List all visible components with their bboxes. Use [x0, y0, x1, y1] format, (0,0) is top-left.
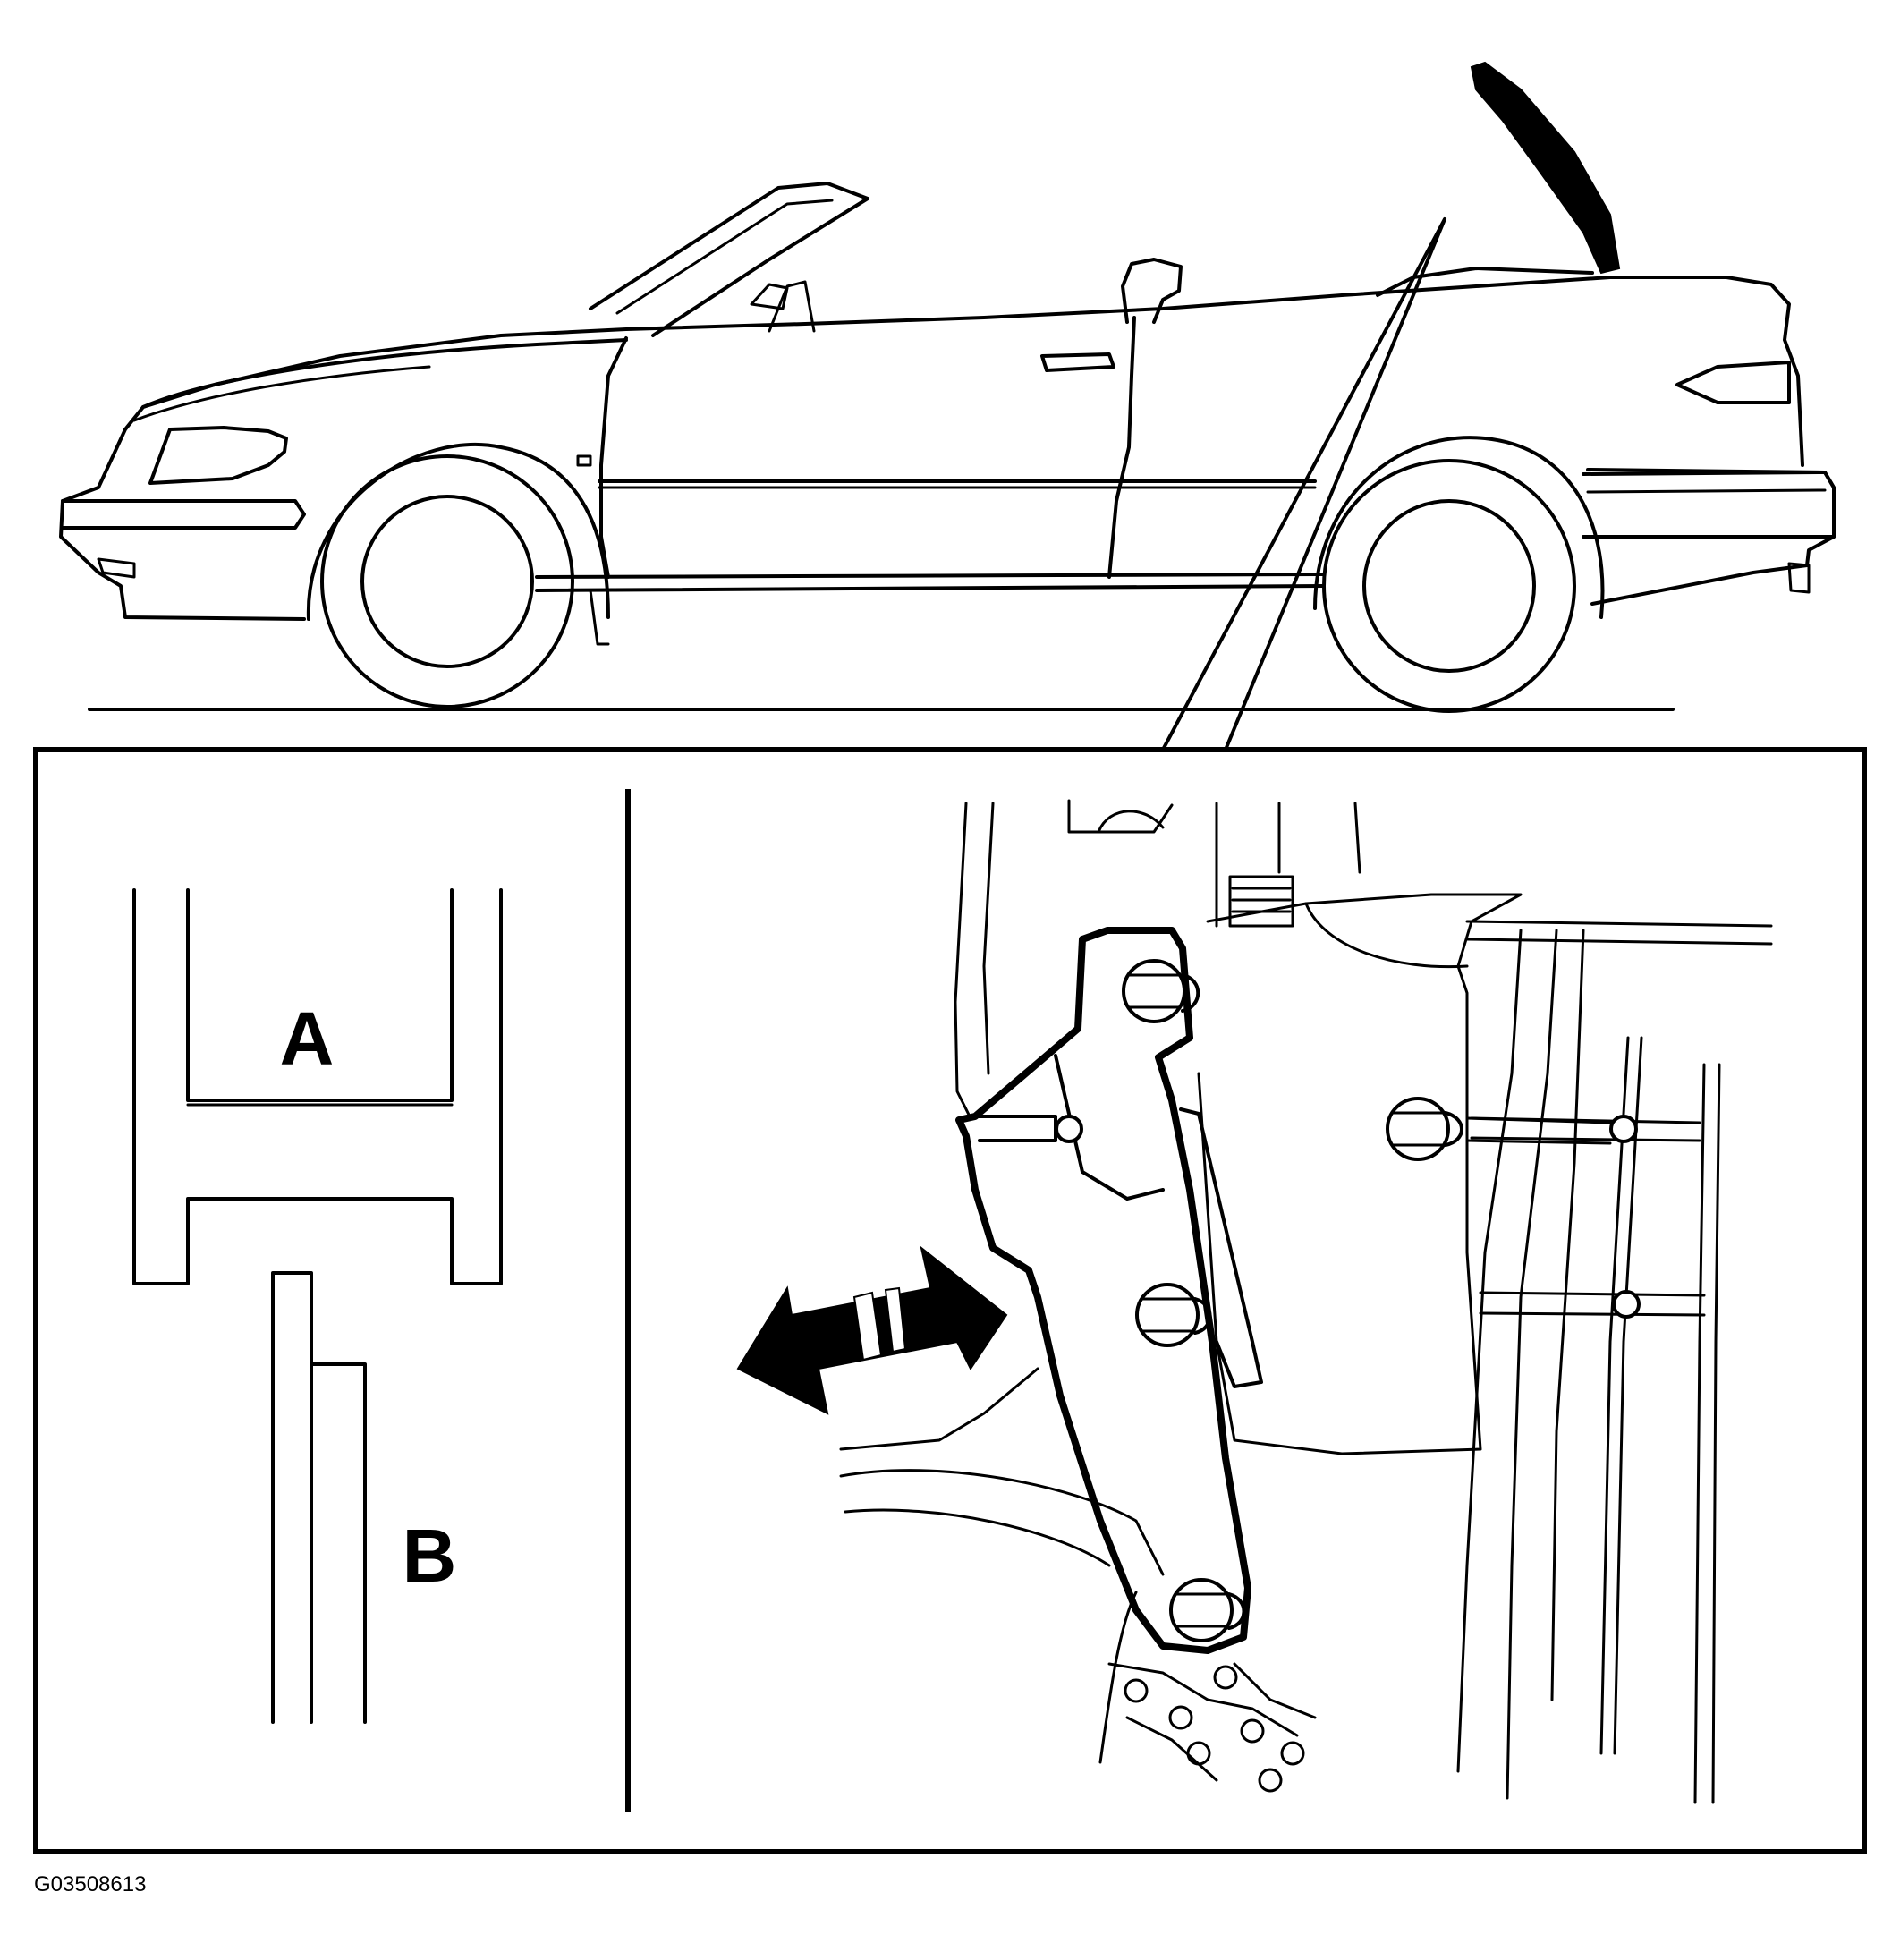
figure-code: G03508613	[34, 1872, 146, 1896]
joint-upper	[1609, 1115, 1638, 1143]
front-headrest	[1121, 258, 1183, 324]
front-marker-light	[97, 557, 136, 579]
car-side-view	[59, 61, 1836, 713]
front-door-outline	[599, 316, 1136, 579]
right-frame-rails	[1456, 929, 1585, 1800]
tail-light	[1675, 361, 1791, 404]
rocker-line	[535, 573, 1326, 579]
seat-back	[768, 280, 816, 333]
front-rim	[360, 495, 534, 668]
mud-flap-front	[589, 589, 610, 646]
detail-leader-line	[1161, 217, 1446, 751]
rear-bumper-line	[1586, 488, 1827, 494]
joint-lower	[1612, 1290, 1641, 1319]
hinge-arm-inner-edge	[1054, 1054, 1165, 1201]
rear-tire	[1322, 459, 1576, 713]
windshield-frame	[589, 182, 869, 337]
side-repeater	[576, 454, 592, 467]
bolt-right	[1386, 1097, 1612, 1161]
hinge-pin-head	[1055, 1115, 1083, 1143]
label-a: A	[280, 997, 335, 1081]
hinge-side-bracket	[1179, 1107, 1263, 1388]
arrow-gap-1	[852, 1291, 883, 1362]
headlight	[148, 426, 288, 485]
rear-wheel-arch	[1313, 436, 1605, 619]
vertical-panel-lines	[1215, 802, 1361, 928]
rear-rim	[1362, 499, 1536, 673]
hinge-pin	[973, 1115, 1057, 1142]
car-body-outline	[59, 276, 1836, 621]
pillar-left	[954, 802, 972, 1120]
hood-line	[141, 338, 628, 409]
vent-grille	[1228, 875, 1294, 928]
arrow-shadow-line	[839, 1367, 1039, 1451]
upper-rail	[1465, 920, 1773, 946]
deck-line	[1376, 267, 1594, 297]
lower-curved-body	[839, 1469, 1165, 1764]
crossbar-lower	[1479, 1291, 1706, 1317]
profile-a	[132, 888, 503, 1285]
link-rod-right	[1693, 1063, 1721, 1804]
hinge-arm	[955, 927, 1251, 1654]
windshield-inner	[615, 199, 834, 315]
front-wheel	[306, 442, 610, 708]
arrow-gap-2	[884, 1286, 907, 1353]
lower-fastener-cluster	[1107, 1662, 1317, 1793]
upper-bracket	[1067, 799, 1174, 834]
soft-top-cover-raised	[1470, 61, 1621, 275]
detail-frame	[33, 747, 1867, 1854]
link-rod-left	[1599, 1036, 1643, 1755]
bolt-middle	[1135, 1283, 1212, 1347]
front-bumper	[61, 499, 306, 530]
profile-b	[271, 1271, 367, 1724]
front-tire	[320, 454, 574, 708]
rear-wheel	[1313, 436, 1605, 713]
bolt-lower	[1169, 1578, 1246, 1642]
front-fender-line	[132, 365, 431, 422]
door-handle	[1040, 352, 1115, 372]
hinge-detail	[736, 799, 1773, 1804]
rear-marker-light	[1787, 562, 1811, 594]
label-b: B	[403, 1514, 457, 1598]
bolt-upper	[1122, 959, 1200, 1023]
mounting-plate	[1197, 893, 1523, 1455]
rear-bumper	[1582, 471, 1836, 539]
